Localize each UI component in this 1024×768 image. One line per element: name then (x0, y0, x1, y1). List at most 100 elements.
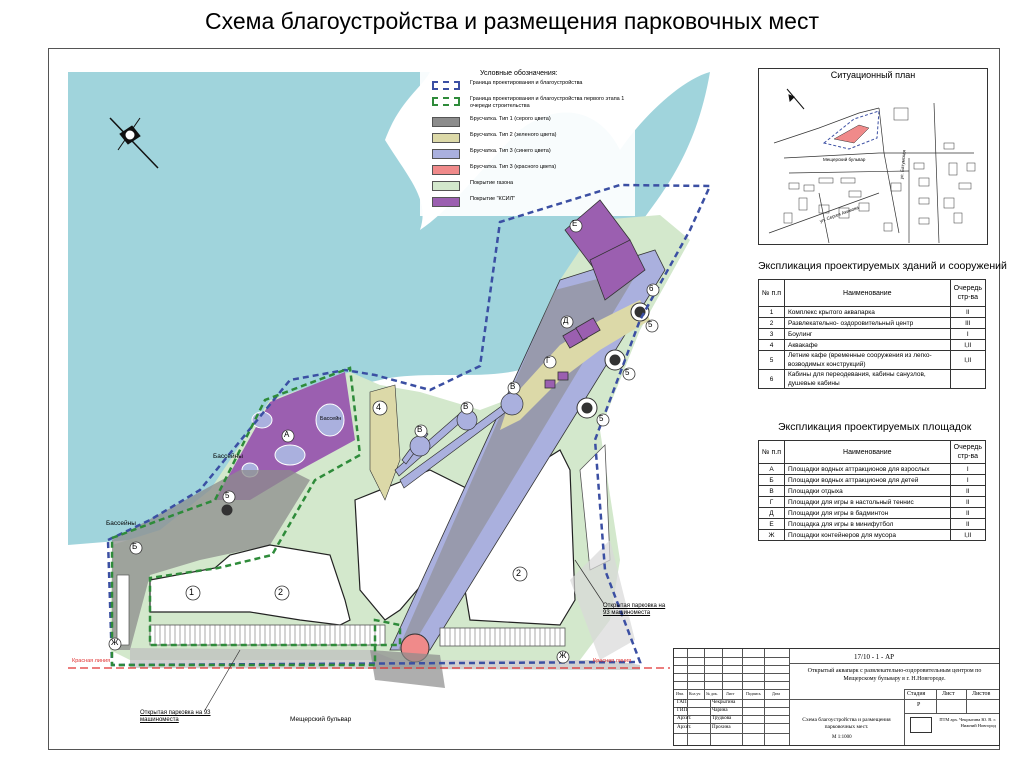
marker-label: 2 (516, 568, 522, 578)
stamp-role: ГАП (677, 700, 687, 705)
parking-label-left: Открытая парковка на 93 машиноместа (140, 710, 211, 723)
marker-label: 4 (376, 402, 382, 412)
legend-label: Брусчатка. Тип 1 (серого цвета) (470, 116, 551, 122)
stamp-name: Прохина (712, 725, 731, 730)
table-cell: Развлекательно- оздоровительный центр (784, 317, 951, 329)
marker-circles (108, 219, 660, 664)
table-cell: II (949, 518, 987, 530)
title-block: Изм. Кол.уч № док. Лист Подпись Дата ГАП… (673, 648, 1000, 746)
legend-item: Брусчатка. Тип 1 (серого цвета) (430, 116, 640, 130)
situation-plan: Ситуационный план (758, 68, 988, 245)
stamp-name: Чарина (712, 708, 728, 713)
table-cell: I,II (949, 529, 987, 541)
street-label: Мещерский бульвар (290, 716, 352, 723)
buildings-table-title: Экспликация проектируемых зданий и соору… (758, 260, 1007, 272)
marker-label: В (463, 402, 469, 411)
table-cell: 2 (758, 317, 785, 329)
building-1-2 (149, 544, 351, 626)
stamp-col-head: Лист (726, 691, 735, 696)
legend-item: Брусчатка. Тип 3 (синего цвета) (430, 148, 640, 162)
table-cell: 5 (758, 350, 785, 370)
yellow-path (500, 300, 650, 430)
legend-item: Покрытие газона (430, 180, 640, 194)
situation-plan-map (768, 88, 976, 243)
legend-label: Граница проектирования и благоустройства (470, 80, 583, 86)
stamp-drawing: Схема благоустройства и размещения парко… (802, 717, 891, 730)
marker-label: Е (572, 219, 578, 228)
table-cell: I (949, 474, 987, 486)
slide-title: Схема благоустройства и размещения парко… (205, 8, 819, 34)
stamp-col-head: № док. (706, 691, 718, 696)
stamp-stage-head: Листов (972, 691, 991, 697)
table-cell: Боулинг (784, 328, 951, 340)
table-cell: Площадки отдыха (784, 485, 951, 497)
table-cell: Площадки контейнеров для мусора (784, 529, 951, 541)
stamp-stage: Р (917, 702, 921, 708)
stamp-org: ПТМ арх. Чекрыгина Ю. В. г. Нижний Новго… (939, 717, 996, 728)
legend-item: Брусчатка. Тип 2 (зеленого цвета) (430, 132, 640, 146)
table-cell: А (758, 463, 785, 475)
stamp-code: 17/10 - 1 - АР (854, 653, 895, 661)
left-paving (112, 470, 310, 650)
legend-heading: Условные обозначения: (480, 70, 558, 77)
legend-swatch (432, 197, 460, 207)
callout-lines (204, 559, 605, 711)
col-header: № п.п (758, 279, 785, 307)
legend-item: Брусчатка. Тип 3 (красного цвета) (430, 164, 640, 178)
table-cell: Е (758, 518, 785, 530)
table-cell: 1 (758, 306, 785, 318)
compass-icon (109, 117, 159, 169)
stamp-col-head: Подпись (746, 691, 761, 696)
marker-label: 5 (599, 414, 604, 423)
table-cell: Площадки для игры в бадминтон (784, 507, 951, 519)
table-cell: Площадка для игры в минифутбол (784, 518, 951, 530)
table-cell: II (949, 306, 987, 318)
stamp-name: Чекрыгина (712, 700, 736, 705)
stamp-scale: М 1:1000 (832, 735, 852, 740)
legend-swatch (432, 149, 460, 159)
legend-swatch (432, 97, 460, 106)
legend-swatch (432, 117, 460, 127)
stamp-role: Архит. (677, 725, 692, 730)
table-cell: В (758, 485, 785, 497)
table-cell (949, 369, 987, 389)
marker-label: В (417, 425, 423, 434)
situation-plan-title: Ситуационный план (830, 70, 916, 80)
parking-stalls-right (444, 628, 561, 646)
table-cell: II (949, 507, 987, 519)
legend-label: Граница проектирования и благоустройства… (470, 96, 625, 109)
pools-label: Бассейны (213, 453, 243, 460)
marker-label: Ж (559, 651, 567, 660)
legend-label: Покрытие газона (470, 180, 514, 186)
col-header: Очередь стр-ва (949, 440, 987, 464)
table-cell: I (949, 328, 987, 340)
col-header: Очередь стр-ва (949, 279, 987, 307)
legend-label: Брусчатка. Тип 3 (красного цвета) (470, 164, 557, 170)
table-cell: Д (758, 507, 785, 519)
marker-label: Ж (111, 638, 119, 647)
red-line-label: Красная линия (72, 658, 111, 664)
legend-swatch (432, 181, 460, 191)
stamp-col-head: Изм. (676, 691, 684, 696)
legend-item: Граница проектирования и благоустройства (430, 80, 640, 94)
parking-lot-west (116, 574, 130, 646)
col-header: Наименование (784, 279, 951, 307)
legend-item: Покрытие "КСИЛ" (430, 196, 640, 210)
legend-swatch (432, 165, 460, 175)
col-header: Наименование (784, 440, 951, 464)
cafe-pavilions (221, 302, 650, 516)
legend-label: Брусчатка. Тип 3 (синего цвета) (470, 148, 551, 154)
piers (394, 392, 524, 489)
marker-label: 5 (648, 320, 653, 329)
marker-label: Г (546, 356, 551, 365)
parking-lot-right (439, 627, 566, 647)
